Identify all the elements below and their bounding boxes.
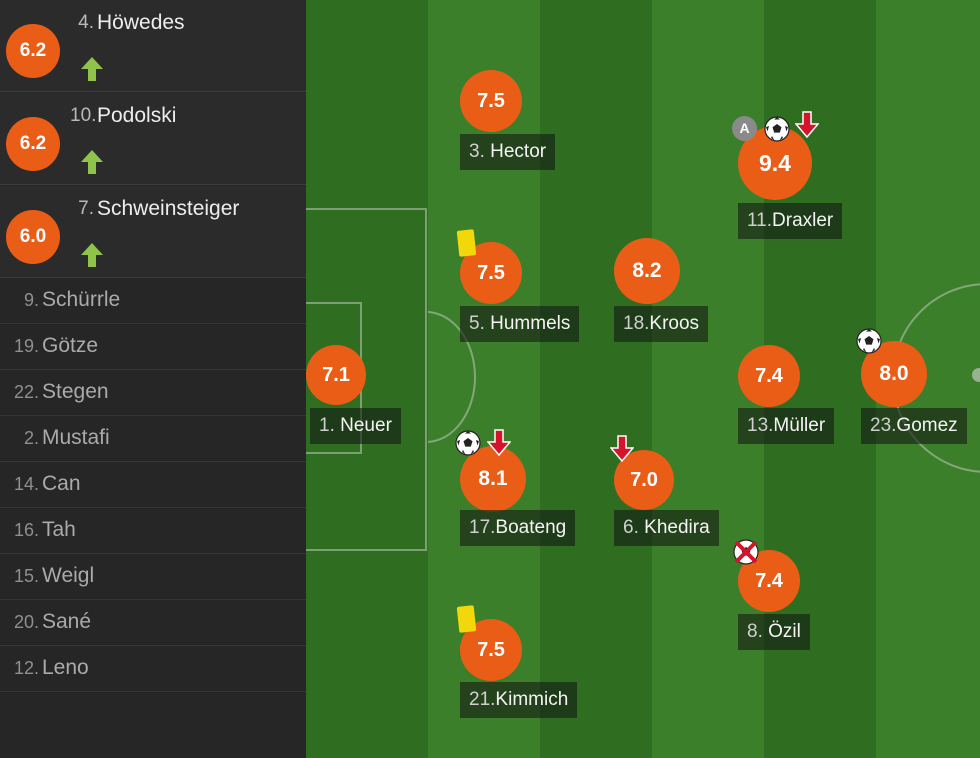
player-label: 21.Kimmich <box>460 682 578 718</box>
bench-row[interactable]: 16. Tah <box>0 508 306 554</box>
center-spot <box>972 368 980 382</box>
goal-ball-icon <box>764 116 790 142</box>
rating-badge: 7.4 <box>738 345 800 407</box>
player-name: Khedira <box>644 517 710 538</box>
sub-in-arrow-icon <box>81 57 103 81</box>
player-name: Boateng <box>495 517 567 538</box>
rating-badge: 6.2 <box>6 117 60 171</box>
player-number: 12. <box>13 658 39 678</box>
player-number: 3. <box>469 141 485 162</box>
substitute-row[interactable]: 6.2 4. Höwedes <box>0 0 306 92</box>
bench-row[interactable]: 19. Götze <box>0 324 306 370</box>
substitute-row[interactable]: 6.0 7. Schweinsteiger <box>0 186 306 278</box>
sub-in-arrow-icon <box>81 243 103 267</box>
player-name: Gomez <box>896 415 958 436</box>
player-label: 13.Müller <box>738 408 835 444</box>
player-name: Draxler <box>772 210 834 231</box>
yellow-card-icon <box>456 605 477 633</box>
player-name: Götze <box>42 334 99 357</box>
player-label: 1. Neuer <box>310 408 401 444</box>
penalty-box <box>306 208 427 551</box>
player-name: Mustafi <box>42 426 110 449</box>
player-name: Müller <box>773 415 826 436</box>
bench-row[interactable]: 14. Can <box>0 462 306 508</box>
goal-ball-icon <box>856 328 882 354</box>
substitutes-sidebar: 6.2 4. Höwedes 6.2 10. Podolski 6.0 7. S… <box>0 0 306 758</box>
player-name: Tah <box>42 518 76 541</box>
player-name: Sané <box>42 610 92 633</box>
bench-row[interactable]: 15. Weigl <box>0 554 306 600</box>
player-number: 17. <box>469 517 496 538</box>
assist-icon: A <box>732 116 757 141</box>
rating-badge: 7.0 <box>614 450 674 510</box>
player-number: 21. <box>469 689 496 710</box>
player-name: Kroos <box>649 313 700 334</box>
player-number: 16. <box>13 520 39 540</box>
rating-badge: 7.1 <box>306 345 366 405</box>
rating-badge: 6.0 <box>6 210 60 264</box>
player-name: Schweinsteiger <box>97 197 240 220</box>
player-name: Weigl <box>42 564 95 587</box>
rating-badge: 8.2 <box>614 238 680 304</box>
player-label: 3. Hector <box>460 134 556 170</box>
player-number: 4. <box>78 12 94 33</box>
player-name: Hector <box>490 141 547 162</box>
player-number: 1. <box>319 415 335 436</box>
player-name: Schürrle <box>42 288 121 311</box>
bench-row[interactable]: 2. Mustafi <box>0 416 306 462</box>
player-label: 23.Gomez <box>861 408 967 444</box>
player-number: 15. <box>13 566 39 586</box>
player-label: 17.Boateng <box>460 510 576 546</box>
player-name: Höwedes <box>97 11 185 34</box>
player-number: 7. <box>78 198 94 219</box>
player-number: 5. <box>469 313 485 334</box>
rating-badge: 7.5 <box>460 70 522 132</box>
player-name: Stegen <box>42 380 109 403</box>
sub-out-arrow-icon <box>795 111 819 138</box>
goal-ball-icon <box>455 430 481 456</box>
player-name: Can <box>42 472 81 495</box>
substitute-row[interactable]: 6.2 10. Podolski <box>0 93 306 185</box>
player-number: 11. <box>747 210 773 231</box>
player-name: Podolski <box>97 104 177 127</box>
player-number: 18. <box>623 313 650 334</box>
pitch-stripe <box>540 0 652 758</box>
player-name: Leno <box>42 656 89 679</box>
sub-out-arrow-icon <box>610 435 634 462</box>
player-number: 13. <box>747 415 774 436</box>
player-number: 23. <box>870 415 897 436</box>
player-number: 9. <box>23 290 39 310</box>
missed-penalty-icon <box>733 539 759 565</box>
sub-out-arrow-icon <box>487 429 511 456</box>
player-name: Kimmich <box>495 689 569 710</box>
player-label: 5. Hummels <box>460 306 580 342</box>
player-number: 6. <box>623 517 639 538</box>
sub-in-arrow-icon <box>81 150 103 174</box>
bench-row[interactable]: 12. Leno <box>0 646 306 692</box>
bench-row[interactable]: 9. Schürrle <box>0 278 306 324</box>
player-label: 6. Khedira <box>614 510 719 546</box>
player-name: Neuer <box>340 415 392 436</box>
player-name: Özil <box>768 621 801 642</box>
player-label: 8. Özil <box>738 614 810 650</box>
player-number: 8. <box>747 621 763 642</box>
rating-badge: 7.4 <box>738 550 800 612</box>
player-number: 2. <box>23 428 39 448</box>
rating-badge: 6.2 <box>6 24 60 78</box>
player-number: 22. <box>13 382 39 402</box>
pitch: 7.1 1. Neuer 7.5 3. Hector 7.5 5. Hummel… <box>306 0 980 758</box>
player-label: 18.Kroos <box>614 306 709 342</box>
yellow-card-icon <box>456 229 477 257</box>
player-number: 10. <box>70 105 97 126</box>
rating-badge: 8.1 <box>460 446 526 512</box>
bench-row[interactable]: 22. Stegen <box>0 370 306 416</box>
player-label: 11.Draxler <box>738 203 843 239</box>
player-number: 14. <box>13 474 39 494</box>
player-number: 20. <box>13 612 39 632</box>
player-name: Hummels <box>490 313 571 334</box>
bench-row[interactable]: 20. Sané <box>0 600 306 646</box>
player-number: 19. <box>13 336 39 356</box>
